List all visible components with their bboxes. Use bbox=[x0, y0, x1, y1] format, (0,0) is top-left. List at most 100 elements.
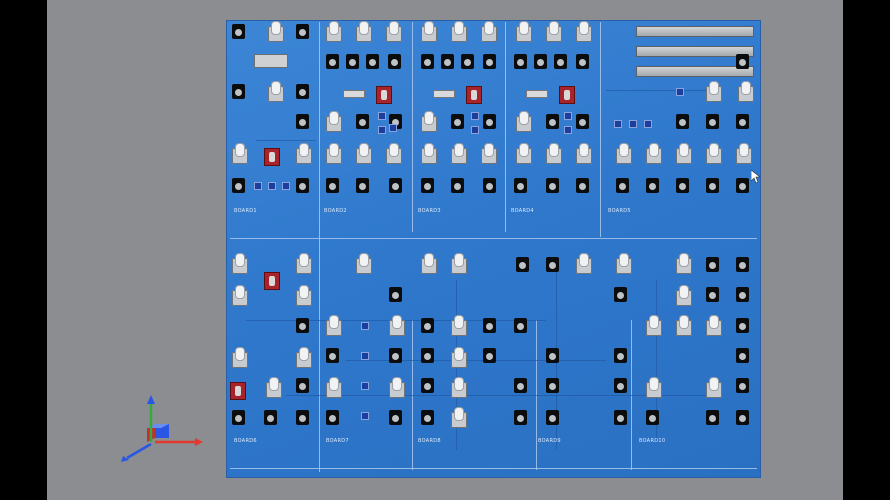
audio-jack bbox=[546, 178, 559, 193]
board-label: BOARD9 bbox=[538, 438, 561, 444]
potentiometer bbox=[671, 144, 697, 164]
potentiometer bbox=[541, 144, 567, 164]
audio-jack bbox=[514, 410, 527, 425]
potentiometer bbox=[384, 316, 410, 336]
potentiometer bbox=[321, 22, 347, 42]
trimmer bbox=[564, 126, 572, 134]
trimmer bbox=[361, 352, 369, 360]
potentiometer bbox=[611, 144, 637, 164]
trimmer bbox=[676, 88, 684, 96]
potentiometer bbox=[321, 316, 347, 336]
audio-jack bbox=[514, 54, 527, 69]
divider-h2 bbox=[230, 468, 757, 469]
potentiometer bbox=[541, 22, 567, 42]
trimmer bbox=[378, 126, 386, 134]
potentiometer bbox=[641, 144, 667, 164]
trimmer bbox=[564, 112, 572, 120]
audio-jack bbox=[706, 287, 719, 302]
audio-jack bbox=[461, 54, 474, 69]
potentiometer bbox=[451, 408, 467, 428]
audio-jack bbox=[554, 54, 567, 69]
audio-jack bbox=[646, 410, 659, 425]
potentiometer bbox=[701, 82, 727, 102]
triad-cube-top bbox=[147, 424, 169, 428]
potentiometer bbox=[671, 254, 697, 274]
trimmer bbox=[629, 120, 637, 128]
audio-jack bbox=[296, 378, 309, 393]
audio-jack bbox=[534, 54, 547, 69]
trimmer bbox=[471, 126, 479, 134]
audio-jack bbox=[646, 178, 659, 193]
board-label: BOARD3 bbox=[418, 208, 441, 214]
trimmer bbox=[389, 124, 397, 132]
potentiometer bbox=[351, 144, 377, 164]
mouse-pointer-icon bbox=[751, 170, 761, 184]
audio-jack bbox=[576, 54, 589, 69]
board-label: BOARD4 bbox=[511, 208, 534, 214]
toggle-switch bbox=[264, 272, 280, 290]
audio-jack bbox=[326, 410, 339, 425]
audio-jack bbox=[483, 114, 496, 129]
potentiometer bbox=[641, 378, 667, 398]
potentiometer bbox=[321, 378, 347, 398]
trimmer bbox=[254, 182, 262, 190]
board-label: BOARD1 bbox=[234, 208, 257, 214]
potentiometer bbox=[511, 144, 537, 164]
potentiometer bbox=[266, 378, 282, 398]
ic-chip bbox=[526, 90, 548, 98]
potentiometer bbox=[446, 316, 472, 336]
audio-jack bbox=[736, 114, 749, 129]
potentiometer bbox=[446, 378, 472, 398]
xyz-axis-triad-icon[interactable] bbox=[117, 392, 207, 467]
audio-jack bbox=[451, 114, 464, 129]
audio-jack bbox=[356, 114, 369, 129]
audio-jack bbox=[706, 410, 719, 425]
audio-jack bbox=[296, 24, 309, 39]
audio-jack bbox=[676, 178, 689, 193]
audio-jack bbox=[614, 287, 627, 302]
audio-jack bbox=[736, 257, 749, 272]
divider-h1 bbox=[230, 238, 757, 239]
ic-chip bbox=[254, 54, 288, 68]
audio-jack bbox=[514, 318, 527, 333]
audio-jack bbox=[421, 178, 434, 193]
potentiometer bbox=[733, 82, 759, 102]
audio-jack bbox=[421, 54, 434, 69]
pcb-board-3d-model[interactable]: BOARD1 BOARD2 BOARD3 BOARD4 BOARD5 BOARD… bbox=[226, 20, 761, 478]
potentiometer bbox=[476, 22, 502, 42]
audio-jack bbox=[546, 114, 559, 129]
audio-jack bbox=[296, 410, 309, 425]
toggle-switch bbox=[376, 86, 392, 104]
3d-viewport[interactable]: BOARD1 BOARD2 BOARD3 BOARD4 BOARD5 BOARD… bbox=[47, 0, 843, 500]
divider-v1 bbox=[319, 22, 320, 472]
potentiometer bbox=[351, 254, 377, 274]
audio-jack bbox=[326, 54, 339, 69]
potentiometer bbox=[641, 316, 667, 336]
audio-jack bbox=[736, 348, 749, 363]
toggle-switch bbox=[559, 86, 575, 104]
audio-jack bbox=[326, 348, 339, 363]
audio-jack bbox=[614, 378, 627, 393]
board-label: BOARD6 bbox=[234, 438, 257, 444]
audio-jack bbox=[388, 54, 401, 69]
audio-jack bbox=[421, 378, 434, 393]
audio-jack bbox=[736, 287, 749, 302]
audio-jack bbox=[736, 318, 749, 333]
potentiometer bbox=[731, 144, 757, 164]
audio-jack bbox=[546, 348, 559, 363]
audio-jack bbox=[706, 178, 719, 193]
audio-jack bbox=[483, 348, 496, 363]
potentiometer bbox=[227, 348, 253, 368]
board-label: BOARD2 bbox=[324, 208, 347, 214]
toggle-switch bbox=[264, 148, 280, 166]
divider-v3 bbox=[505, 22, 506, 232]
audio-jack bbox=[514, 178, 527, 193]
trimmer bbox=[644, 120, 652, 128]
slide-fader bbox=[636, 66, 754, 77]
audio-jack bbox=[616, 178, 629, 193]
audio-jack bbox=[514, 378, 527, 393]
audio-jack bbox=[614, 410, 627, 425]
z-axis-line bbox=[126, 442, 152, 460]
potentiometer bbox=[446, 22, 472, 42]
